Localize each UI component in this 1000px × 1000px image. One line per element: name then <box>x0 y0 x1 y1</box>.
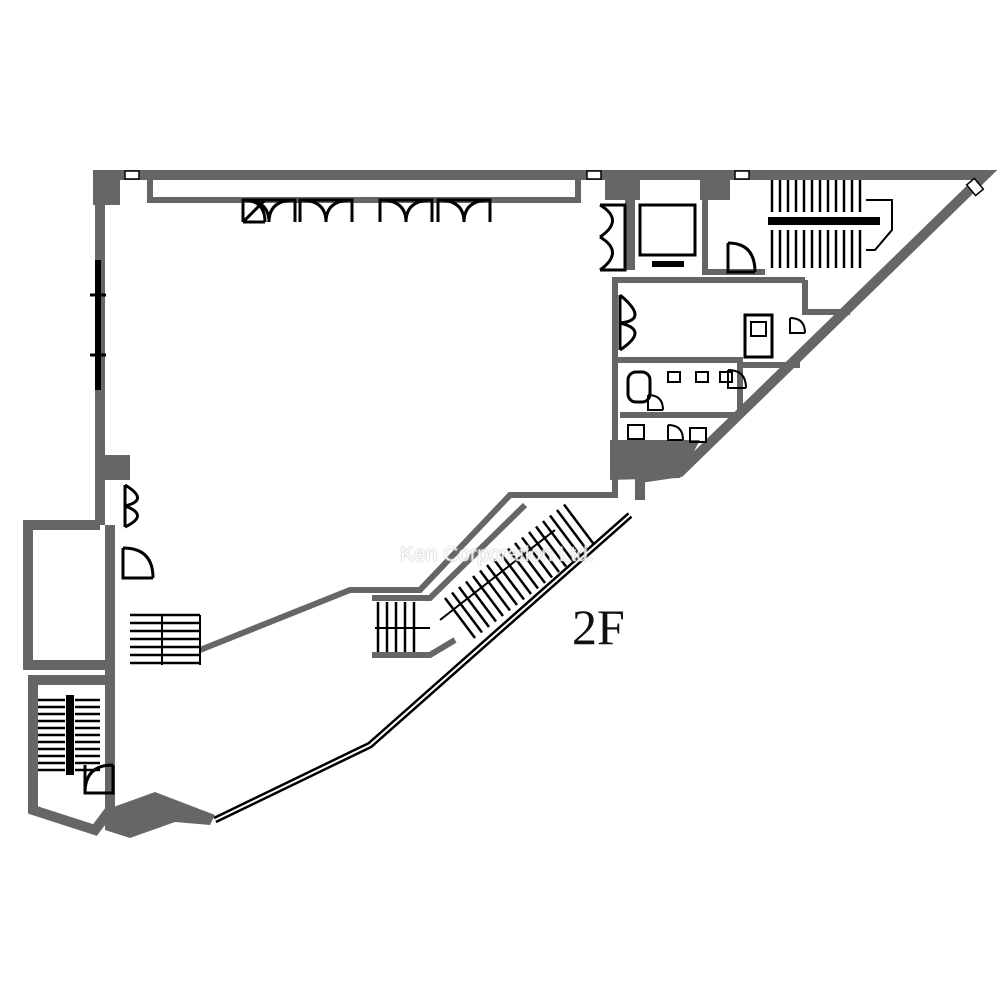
stair-tread <box>507 547 539 590</box>
stair-tread <box>542 520 574 562</box>
door-swing-icon[interactable] <box>298 198 354 223</box>
windows <box>90 170 985 390</box>
floor-label: 2F <box>572 599 625 655</box>
stair-tread <box>535 525 567 568</box>
stair-tread <box>439 529 556 621</box>
door-swing-icon[interactable] <box>789 317 806 334</box>
restroom-fixtures <box>626 313 774 443</box>
stair-tread <box>465 580 497 623</box>
stair-tread <box>444 597 476 639</box>
stairs <box>38 180 893 775</box>
door-swing-icon[interactable] <box>378 198 434 223</box>
door-swing-icon[interactable] <box>123 483 139 529</box>
stair-tread <box>549 514 581 557</box>
door-swing-icon[interactable] <box>436 198 492 223</box>
door-swing-icon[interactable] <box>599 203 627 272</box>
glass-curtain-wall <box>213 512 633 824</box>
exterior-walls <box>23 170 998 838</box>
stair-tread <box>514 542 546 584</box>
stair-tread <box>486 564 518 606</box>
stair-tread <box>458 586 490 628</box>
sink-icon <box>667 371 733 383</box>
stair-tread <box>563 503 595 546</box>
stair-tread <box>556 509 588 551</box>
door-swing-icon[interactable] <box>121 546 155 580</box>
staircase-left <box>130 613 201 665</box>
door-swing-icon[interactable] <box>726 241 757 274</box>
door-swing-icon[interactable] <box>83 763 115 795</box>
staircase-landing <box>375 602 430 652</box>
stair-tread <box>472 575 504 617</box>
stair-tread <box>521 536 553 579</box>
interior-walls <box>147 180 850 658</box>
watermark: Ken Corporation Ltd. <box>400 543 594 566</box>
staircase-diagonal <box>439 503 595 639</box>
stair-tread <box>528 531 560 573</box>
door-swing-icon[interactable] <box>727 369 747 389</box>
stair-tread <box>479 569 511 612</box>
stair-tread <box>500 553 532 595</box>
stair-tread <box>493 558 525 601</box>
door-swing-icon[interactable] <box>241 198 297 223</box>
door-swing-icon[interactable] <box>618 293 637 352</box>
elevator-icon <box>638 203 697 267</box>
staircase-bottom-left <box>38 695 100 775</box>
door-swings <box>83 198 806 795</box>
door-swing-icon[interactable] <box>667 424 684 441</box>
toilet-icon <box>626 370 652 404</box>
stair-landing <box>866 199 893 251</box>
staircase-top-right <box>768 180 893 268</box>
stair-tread <box>451 591 483 634</box>
sink-icon <box>627 424 707 443</box>
